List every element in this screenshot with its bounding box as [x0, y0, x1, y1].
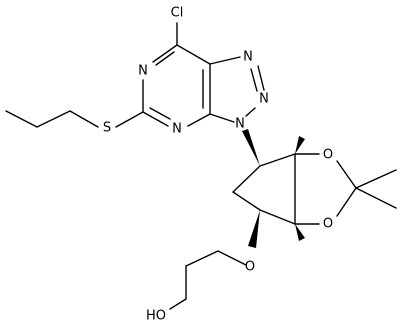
bond-n2-n3	[245, 107, 256, 117]
bond-s-ch2	[69, 110, 99, 128]
atom-n-pyrimidine-top: N	[138, 64, 148, 79]
bond-o-top-cq	[336, 160, 357, 189]
atom-n-triazole-1: N	[243, 50, 253, 65]
bond-c5-n4	[142, 111, 169, 127]
atom-labels: Cl N N N N N S O O O HO	[103, 6, 333, 324]
bond-c5-s	[115, 111, 144, 128]
bond-c4-c5	[232, 191, 261, 211]
bond-c7-n6-double	[155, 51, 175, 66]
bond-ch2-ch3	[5, 110, 38, 128]
bond-cq-o-bottom	[336, 187, 357, 217]
bond-n3-c3a	[209, 113, 235, 123]
bond-cq-me2	[355, 187, 397, 209]
atom-o-dioxolane-bottom: O	[323, 217, 333, 232]
bond-c3a-c4	[259, 209, 296, 225]
bond-ch2-ch2-chain	[185, 250, 219, 267]
atom-chlorine: Cl	[171, 6, 184, 21]
bond-lines	[5, 22, 397, 310]
atom-n-triazole-3: N	[235, 117, 245, 132]
stereo-wedges	[242, 129, 305, 248]
bond-ch2-oh	[169, 298, 187, 310]
bond-c5-n4-double	[149, 107, 171, 120]
atom-o-ether: O	[245, 260, 255, 275]
bond-ch2-ch2	[36, 110, 71, 128]
wedge-c4-o	[248, 210, 260, 248]
wedge-c1-n3	[242, 129, 260, 166]
wedge-c3a-h	[295, 224, 305, 241]
atom-n-pyrimidine-bottom: N	[172, 122, 182, 137]
bond-c7a-n1	[209, 56, 241, 65]
atom-o-dioxolane-top: O	[323, 148, 333, 163]
bond-cq-me1	[355, 169, 397, 189]
bond-c7-c7a	[176, 44, 211, 65]
bond-n1-n2	[257, 65, 265, 91]
bond-c7-n6	[152, 44, 178, 63]
bond-c5-c1	[232, 165, 261, 193]
atom-sulfur: S	[103, 121, 111, 136]
bond-n1-n2-double	[250, 68, 258, 92]
wedge-c6a-h	[295, 136, 305, 154]
bond-o-ether-ch2	[217, 250, 247, 266]
bond-c1-c6a	[259, 153, 296, 167]
atom-hydroxyl: HO	[146, 309, 166, 324]
atom-n-triazole-2: N	[259, 92, 269, 107]
bond-n4-c3a	[187, 113, 211, 127]
